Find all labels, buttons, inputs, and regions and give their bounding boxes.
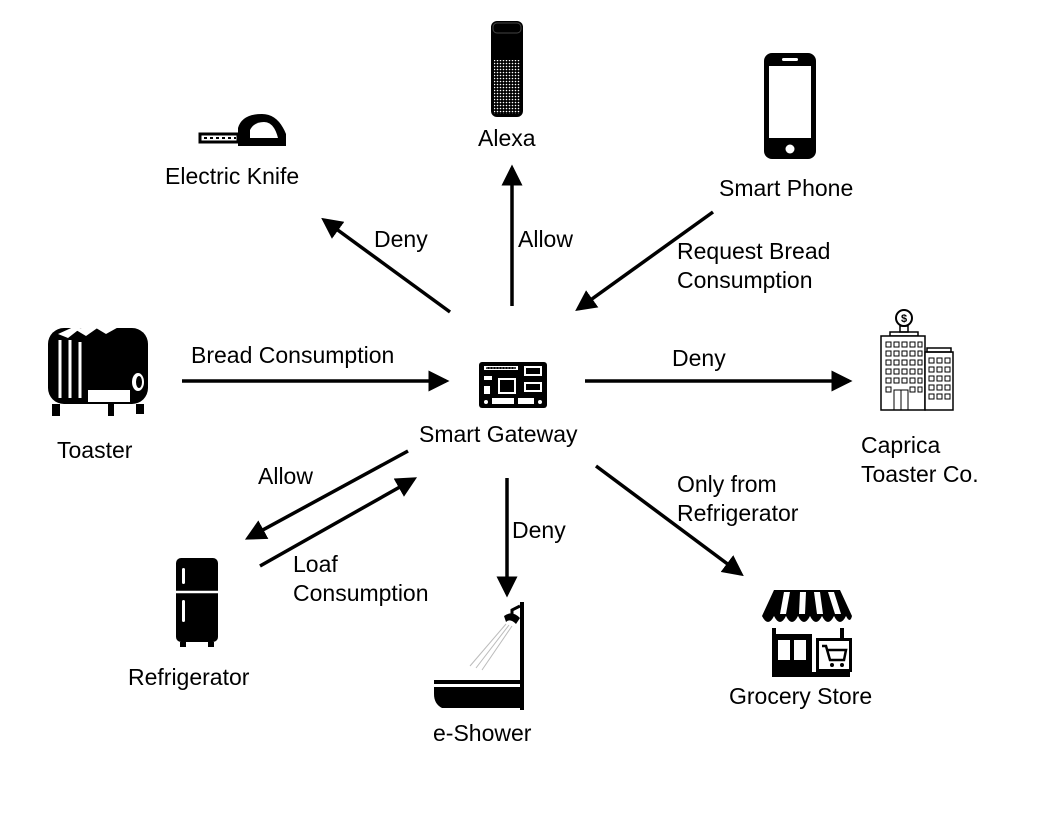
node-label-toaster: Toaster <box>57 437 133 463</box>
electric-knife-icon <box>198 114 286 146</box>
toaster-icon <box>48 322 148 416</box>
edge-refrigerator-to-gateway <box>259 477 418 568</box>
edge-label-gateway-to-shower: Deny <box>512 517 566 543</box>
node-label-alexa: Alexa <box>478 125 536 151</box>
edge-gateway-to-grocery <box>594 464 744 577</box>
node-label-smart-gateway: Smart Gateway <box>419 421 578 447</box>
shower-bathtub-icon <box>434 602 524 710</box>
edge-label-toaster-to-gateway: Bread Consumption <box>191 342 395 368</box>
smartphone-icon <box>764 53 816 159</box>
edge-label-gateway-to-grocery: Only from Refrigerator <box>677 471 799 526</box>
edge-gateway-to-knife <box>321 217 452 314</box>
edge-label-gateway-to-caprica: Deny <box>672 345 726 371</box>
edge-label-gateway-to-refrigerator: Allow <box>258 463 313 489</box>
svg-text:$: $ <box>901 313 907 325</box>
node-label-grocery-store: Grocery Store <box>729 683 873 709</box>
refrigerator-icon <box>176 558 218 647</box>
storefront-icon <box>762 590 852 677</box>
edge-label-gateway-to-alexa: Allow <box>518 226 573 252</box>
node-label-caprica: Caprica Toaster Co. <box>861 432 979 487</box>
circuit-board-icon <box>479 362 547 408</box>
office-building-icon: $ <box>880 309 954 411</box>
node-label-refrigerator: Refrigerator <box>128 664 250 690</box>
edge-label-phone-to-gateway: Request Bread Consumption <box>677 238 831 293</box>
node-label-electric-knife: Electric Knife <box>165 163 300 189</box>
edge-phone-to-gateway <box>575 210 715 312</box>
node-label-smart-phone: Smart Phone <box>719 175 854 201</box>
edge-gateway-to-refrigerator <box>244 449 409 540</box>
edge-label-refrigerator-to-gateway: Loaf Consumption <box>293 551 429 606</box>
edge-label-gateway-to-knife: Deny <box>374 226 428 252</box>
smart-speaker-icon <box>491 21 523 117</box>
node-label-e-shower: e-Shower <box>433 720 532 746</box>
